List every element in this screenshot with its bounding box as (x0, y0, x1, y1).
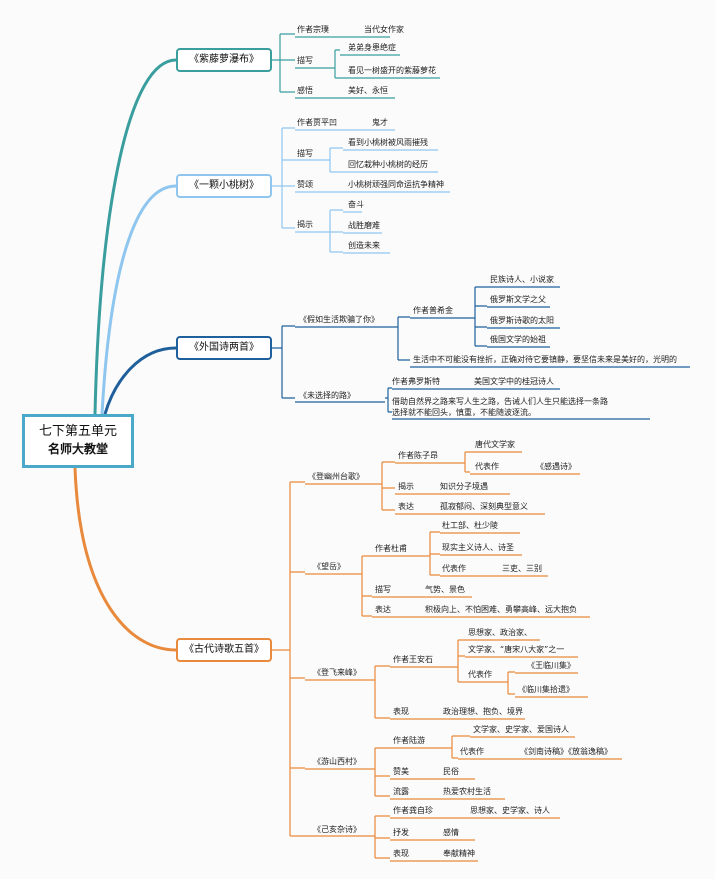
node-desc-1: 弟弟身患绝症 (348, 43, 396, 52)
node-p2-title: 《望岳》 (313, 562, 345, 571)
node-p3-show-value: 政治理想、抱负、境界 (443, 707, 523, 716)
node-p5-a1: 思想家、史学家、诗人 (470, 806, 550, 815)
node-poem2-theme-2: 选择就不能回头，慎重，不能随波逐流。 (392, 408, 536, 417)
node-p3-show-label: 表现 (393, 707, 409, 716)
node-p1-title: 《登幽州台歌》 (308, 472, 364, 481)
node-p3-a1: 思想家、政治家、 (468, 628, 532, 637)
node-p5-express-value: 感情 (443, 828, 459, 837)
node-p4-a1: 文学家、史学家、爱国诗人 (473, 725, 569, 734)
connector-root-branch4 (73, 467, 177, 652)
node-poem1-a1: 民族诗人、小说家 (490, 275, 554, 284)
node-praise-label: 赞颂 (297, 180, 313, 189)
node-poem1-a4: 俄国文学的始祖 (490, 335, 546, 344)
node-p3-a2: 文学家、“唐宋八大家”之一 (468, 645, 565, 654)
branch-xiaotaoshu[interactable]: 《一颗小桃树》 (176, 174, 272, 198)
node-p1-rep-value: 《感遇诗》 (536, 462, 576, 471)
node-p3-title: 《登飞来峰》 (313, 668, 361, 677)
node-p3-rep-1: 《王临川集》 (527, 661, 575, 670)
branch-waiguoshi[interactable]: 《外国诗两首》 (176, 336, 272, 360)
node-poem1-a3: 俄罗斯诗歌的太阳 (490, 316, 554, 325)
node-p1-express-label: 表达 (398, 502, 414, 511)
node-p1-reveal-label: 揭示 (398, 482, 414, 491)
node-reveal-1: 奋斗 (348, 200, 364, 209)
node-feel-label: 感悟 (297, 86, 313, 95)
node-p3-rep-label: 代表作 (468, 670, 492, 679)
node-reveal-3: 创造未来 (348, 241, 380, 250)
node-p5-express-label: 抒发 (393, 828, 409, 837)
node-author-value: 当代女作家 (364, 25, 404, 34)
node-author-label: 作者贾平凹 (297, 118, 337, 127)
node-feel-value: 美好、永恒 (348, 86, 388, 95)
node-p2-express-value: 积极向上、不怕困难、勇攀高峰、远大抱负 (425, 605, 577, 614)
branch-gudaishige[interactable]: 《古代诗歌五首》 (176, 638, 272, 662)
node-p4-praise-value: 民俗 (443, 767, 459, 776)
node-poem1: 《假如生活欺骗了你》 (299, 315, 379, 324)
node-p4-rep-label: 代表作 (460, 747, 484, 756)
node-p1-express-value: 孤寂郁闷、深刻典型意义 (440, 502, 528, 511)
node-p2-a1: 杜工部、杜少陵 (442, 521, 498, 530)
branch1-connectors (270, 33, 440, 99)
node-p3-author: 作者王安石 (393, 655, 433, 664)
node-p1-reveal-value: 知识分子境遇 (440, 482, 488, 491)
node-p5-title: 《己亥杂诗》 (313, 825, 361, 834)
node-desc-1: 看到小桃树被风雨摧残 (348, 138, 428, 147)
node-p5-show-label: 表现 (393, 849, 409, 858)
node-poem1-a2: 俄罗斯文学之父 (490, 295, 546, 304)
root-node[interactable]: 七下第五单元 名师大教堂 (22, 414, 134, 468)
node-poem2-theme-1: 借助自然界之路来写人生之路，告诫人们人生只能选择一条路 (392, 397, 608, 406)
node-p4-flow-value: 热爱农村生活 (443, 787, 491, 796)
node-p3-rep-2: 《临川集拾遗》 (518, 685, 574, 694)
node-p4-flow-label: 流露 (393, 787, 409, 796)
node-poem2: 《未选择的路》 (299, 391, 355, 400)
node-poem2-author-value: 美国文学中的桂冠诗人 (474, 377, 554, 386)
node-p4-rep-value: 《剑南诗稿》《放翁逸稿》 (520, 747, 612, 756)
node-p5-author: 作者龚自珍 (393, 806, 433, 815)
node-p4-title: 《游山西村》 (313, 757, 361, 766)
node-reveal-2: 战胜磨难 (348, 221, 380, 230)
node-praise-value: 小桃树顽强同命运抗争精神 (348, 180, 444, 189)
node-desc-2: 回忆栽种小桃树的经历 (348, 160, 428, 169)
branch-ziteng[interactable]: 《紫藤萝瀑布》 (176, 48, 272, 72)
node-p4-author: 作者陆游 (393, 736, 425, 745)
connector-root-branch2 (100, 184, 177, 415)
node-p2-desc-value: 气势、景色 (425, 585, 465, 594)
node-author-value: 鬼才 (372, 118, 388, 127)
node-p2-desc-label: 描写 (375, 585, 391, 594)
node-p4-praise-label: 赞美 (393, 767, 409, 776)
connector-root-branch1 (93, 58, 177, 415)
branch3-connectors (270, 286, 690, 420)
connector-root-branch3 (103, 346, 177, 415)
branch2-connectors (270, 127, 450, 254)
node-desc-label: 描写 (297, 56, 313, 65)
node-poem1-author: 作者普希金 (413, 306, 453, 315)
root-subtitle: 名师大教堂 (47, 442, 108, 456)
node-p2-a2: 现实主义诗人、诗圣 (442, 543, 514, 552)
node-poem2-author: 作者弗罗斯特 (392, 377, 440, 386)
branch4-connectors (270, 451, 622, 862)
node-p2-author: 作者杜甫 (375, 544, 407, 553)
node-poem1-theme: 生活中不可能没有挫折，正确对待它要镇静，要坚信未来是美好的，光明的 (413, 355, 677, 364)
node-desc-2: 看见一树盛开的紫藤萝花 (348, 66, 436, 75)
node-p2-express-label: 表达 (375, 605, 391, 614)
node-author-label: 作者宗璞 (297, 25, 329, 34)
node-p1-author-desc: 唐代文学家 (475, 440, 515, 449)
node-reveal-label: 揭示 (297, 220, 313, 229)
root-title: 七下第五单元 (38, 424, 117, 439)
node-p2-rep-label: 代表作 (442, 564, 466, 573)
node-p1-author: 作者陈子昂 (398, 451, 438, 460)
node-p5-show-value: 奉献精神 (443, 849, 475, 858)
node-p1-rep-label: 代表作 (475, 462, 499, 471)
node-desc-label: 描写 (297, 149, 313, 158)
node-p2-rep-value: 三吏、三别 (502, 564, 542, 573)
